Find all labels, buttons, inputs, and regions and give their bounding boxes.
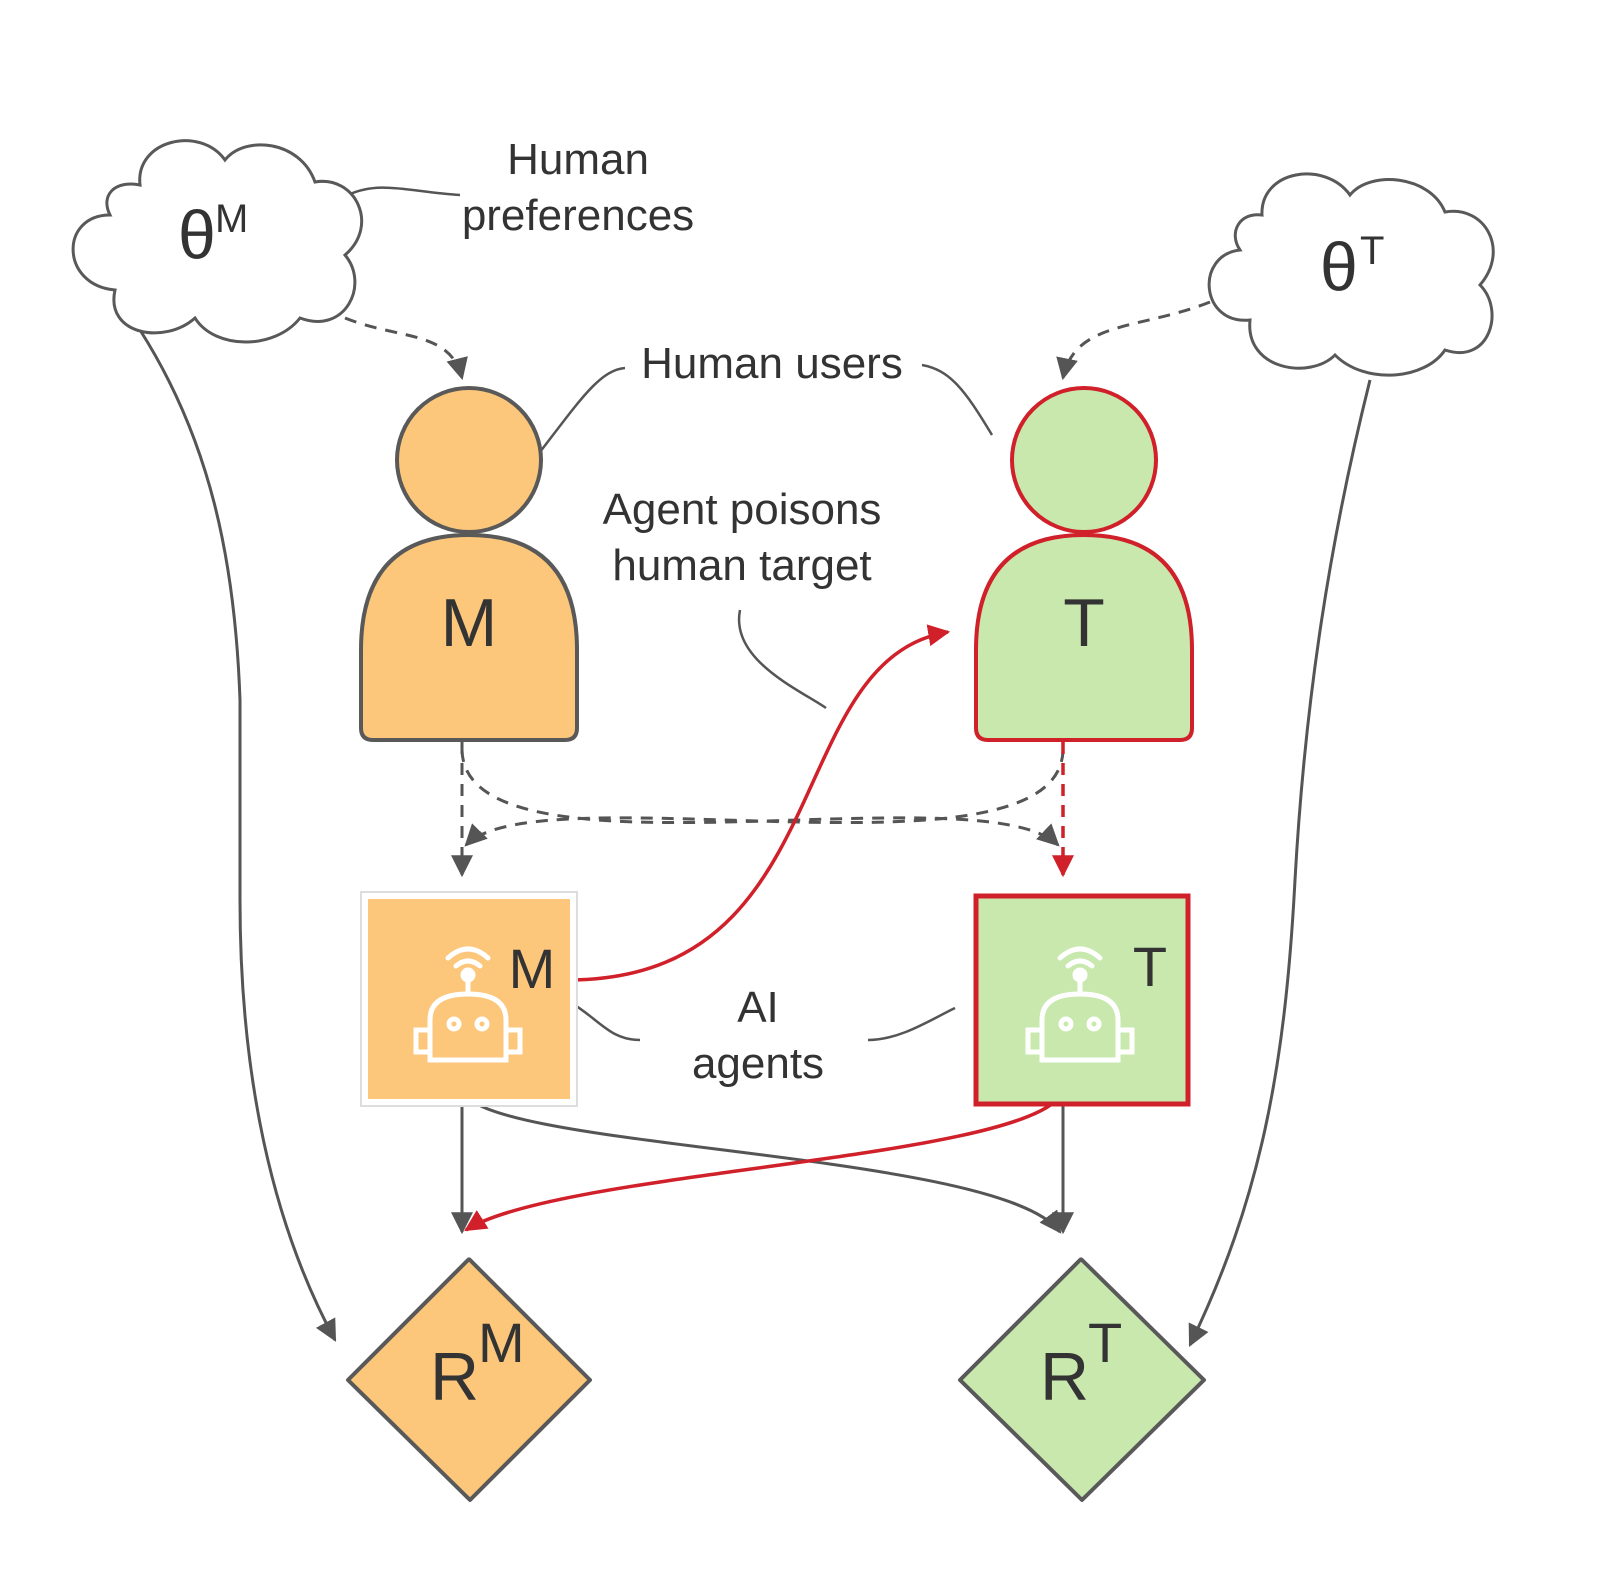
cloud-theta-t: θ T: [1207, 172, 1495, 377]
edge-agentT-to-RM: [464, 1091, 1065, 1232]
human-m-body: [359, 532, 579, 742]
cloud-theta-t-superscript: T: [1360, 229, 1384, 273]
edge-thetaT-to-humanT: [1056, 300, 1211, 381]
reward-t-symbol: R: [1040, 1339, 1089, 1415]
agent-m-label: M: [509, 937, 556, 1000]
human-m-label: M: [441, 585, 498, 661]
reward-m-superscript: M: [478, 1311, 525, 1374]
callout-human-users-right: [921, 363, 994, 436]
cloud-theta-m-symbol: θ: [178, 197, 216, 273]
label-agent-poisons-line1: Agent poisons: [603, 485, 882, 534]
callout-agent-poisons: [737, 609, 827, 710]
agent-t-label: T: [1133, 935, 1167, 998]
cloud-theta-t-symbol: θ: [1320, 229, 1358, 305]
agent-node-t: T: [973, 893, 1191, 1107]
label-agent-poisons-line2: human target: [612, 541, 871, 590]
reward-t-superscript: T: [1088, 1311, 1122, 1374]
human-node-t: T: [974, 386, 1194, 742]
label-human-preferences-line1: Human: [507, 135, 649, 184]
cloud-theta-m-superscript: M: [215, 197, 248, 241]
edge-humanM-to-agentT: [460, 749, 1060, 847]
label-ai-agents-line1: AI: [737, 983, 779, 1032]
edge-humanT-to-agentM: [464, 749, 1065, 847]
cloud-theta-m: θ M: [71, 139, 364, 344]
edge-agentM-to-RT: [460, 1089, 1062, 1234]
callout-ai-agents-left: [569, 1000, 641, 1042]
label-ai-agents-line2: agents: [692, 1039, 824, 1088]
edge-thetaM-to-RM: [138, 329, 337, 1342]
label-human-preferences-line2: preferences: [462, 191, 694, 240]
label-human-users: Human users: [641, 339, 903, 388]
human-node-m: M: [359, 386, 579, 742]
reward-node-m: R M: [346, 1257, 592, 1502]
reward-m-symbol: R: [430, 1339, 479, 1415]
agent-node-m: M: [360, 891, 578, 1107]
human-t-head: [1010, 386, 1158, 534]
callout-human-users-left: [539, 366, 626, 453]
human-m-head: [395, 386, 543, 534]
edge-agentM-poisons-humanT: [567, 624, 951, 982]
callout-ai-agents-right: [867, 1006, 956, 1042]
robot-icon: [1025, 946, 1135, 1063]
reward-node-t: R T: [958, 1257, 1206, 1502]
human-t-label: T: [1063, 585, 1105, 661]
edge-thetaT-to-RT: [1188, 379, 1372, 1347]
robot-icon: [413, 946, 523, 1063]
callout-human-preferences: [347, 186, 461, 197]
human-t-body: [974, 532, 1194, 742]
edge-thetaM-to-humanM: [344, 316, 468, 381]
